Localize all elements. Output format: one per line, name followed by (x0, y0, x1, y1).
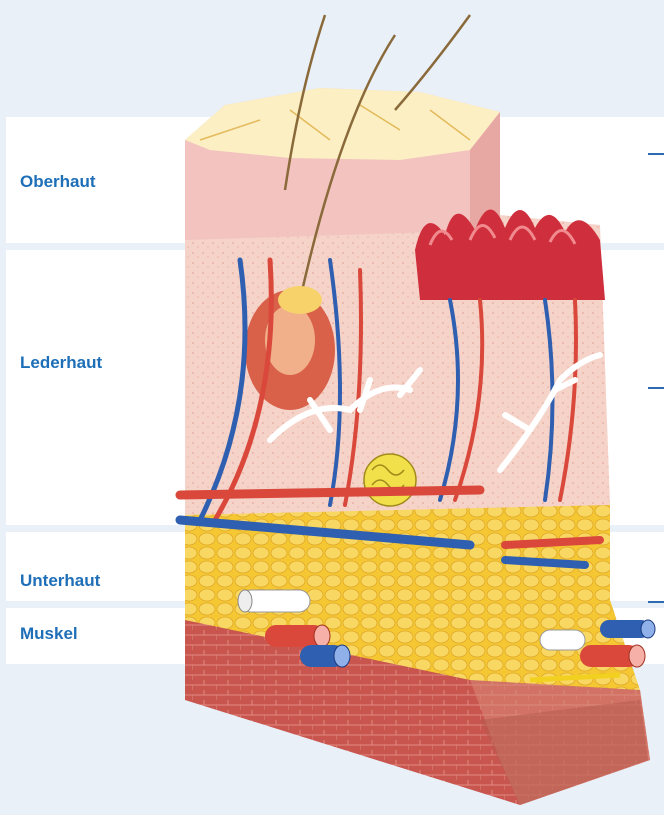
sweat-gland (364, 454, 416, 506)
